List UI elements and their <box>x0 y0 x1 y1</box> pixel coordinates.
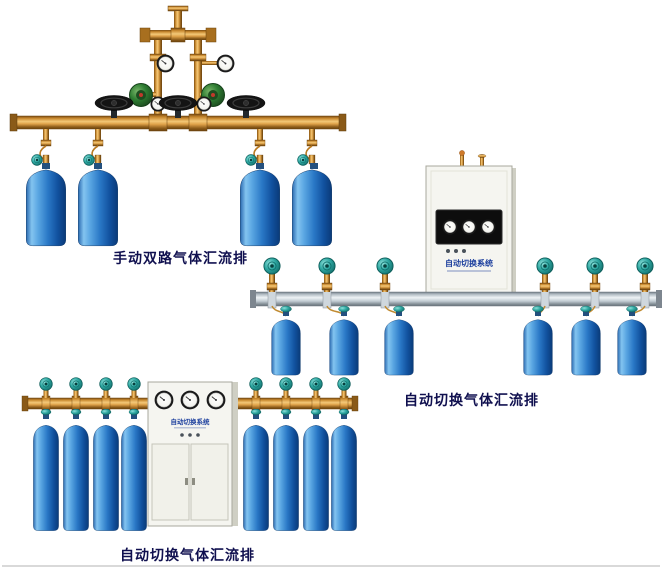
cabinet-door <box>190 443 229 521</box>
pressure-gauge-icon <box>216 54 235 73</box>
indicator-dot <box>188 433 192 437</box>
auto-manifold-floor-figure: 自动切换系统 <box>6 376 360 546</box>
teal-knob-icon <box>536 257 554 275</box>
teal-knob-icon <box>249 377 263 391</box>
indicator-dot <box>196 433 200 437</box>
indicator-dot <box>446 249 450 253</box>
cabinet-label: 自动切换系统 <box>445 258 493 268</box>
indicator-dot <box>454 249 458 253</box>
pressure-gauge-icon <box>180 390 200 410</box>
pressure-gauge-icon <box>461 219 477 235</box>
gas-cylinder <box>329 319 359 376</box>
gas-cylinder <box>523 319 553 376</box>
teal-knob-icon <box>376 257 394 275</box>
teal-knob-icon <box>39 377 53 391</box>
gas-cylinder <box>243 425 269 531</box>
teal-knob-icon <box>31 154 43 166</box>
cylinder-connections <box>31 129 318 169</box>
cabinet-label: 自动切换系统 <box>171 417 211 426</box>
gas-cylinder <box>617 319 647 376</box>
gas-cylinder <box>63 425 89 531</box>
gas-cylinder <box>78 169 118 247</box>
caption-auto-manifold-floor: 自动切换气体汇流排 <box>120 548 255 564</box>
manifold-header-pipes <box>139 5 217 118</box>
valve-handwheel-icon <box>158 94 198 112</box>
gas-cylinder <box>331 425 357 531</box>
teal-knob-icon <box>337 377 351 391</box>
relief-valve-icon <box>459 150 465 156</box>
gas-cylinder <box>26 169 66 247</box>
gas-cylinder <box>384 319 414 376</box>
teal-knob-icon <box>263 257 281 275</box>
teal-knob-icon <box>279 377 293 391</box>
valve-handwheel-icon <box>94 94 134 112</box>
door-handle <box>185 478 188 485</box>
gas-cylinder <box>93 425 119 531</box>
door-handle <box>192 478 195 485</box>
gas-cylinders <box>33 409 357 531</box>
pressure-gauge-icon <box>442 219 458 235</box>
caption-auto-manifold-wall: 自动切换气体汇流排 <box>404 393 539 409</box>
gas-cylinder <box>303 425 329 531</box>
valve-handwheel-icon <box>226 94 266 112</box>
bottom-divider <box>2 565 660 567</box>
main-manifold-pipe <box>9 113 347 132</box>
shutoff-valves <box>94 94 266 118</box>
teal-knob-icon <box>636 257 654 275</box>
control-cabinet: 自动切换系统 <box>425 150 516 295</box>
control-cabinet: 自动切换系统 <box>147 381 238 527</box>
cylinder-valves <box>263 257 654 292</box>
pressure-gauge-icon <box>196 96 212 112</box>
gas-cylinder <box>273 425 299 531</box>
gas-cylinder <box>271 319 301 376</box>
pressure-gauge-icon <box>156 54 175 73</box>
pressure-gauge-icon <box>154 390 174 410</box>
pressure-gauges <box>150 54 235 112</box>
cylinder-valves <box>39 377 351 398</box>
gas-cylinder <box>121 425 147 531</box>
indicator-dot <box>462 249 466 253</box>
gas-cylinder <box>571 319 601 376</box>
gas-cylinders <box>271 305 647 376</box>
manual-manifold-figure <box>8 4 348 248</box>
pressure-gauge-icon <box>206 390 226 410</box>
teal-knob-icon <box>586 257 604 275</box>
manifold-bar <box>250 289 662 309</box>
teal-knob-icon <box>309 377 323 391</box>
caption-manual-dual-manifold: 手动双路气体汇流排 <box>113 251 248 267</box>
teal-knob-icon <box>318 257 336 275</box>
teal-knob-icon <box>99 377 113 391</box>
teal-knob-icon <box>69 377 83 391</box>
cabinet-door <box>151 443 190 521</box>
teal-knob-icon <box>83 154 95 166</box>
teal-knob-icon <box>127 377 141 391</box>
pressure-regulators <box>129 83 225 107</box>
indicator-dot <box>180 433 184 437</box>
pressure-gauge-icon <box>480 219 496 235</box>
gas-cylinder <box>33 425 59 531</box>
auto-manifold-wall-figure: 自动切换系统 <box>250 150 662 392</box>
